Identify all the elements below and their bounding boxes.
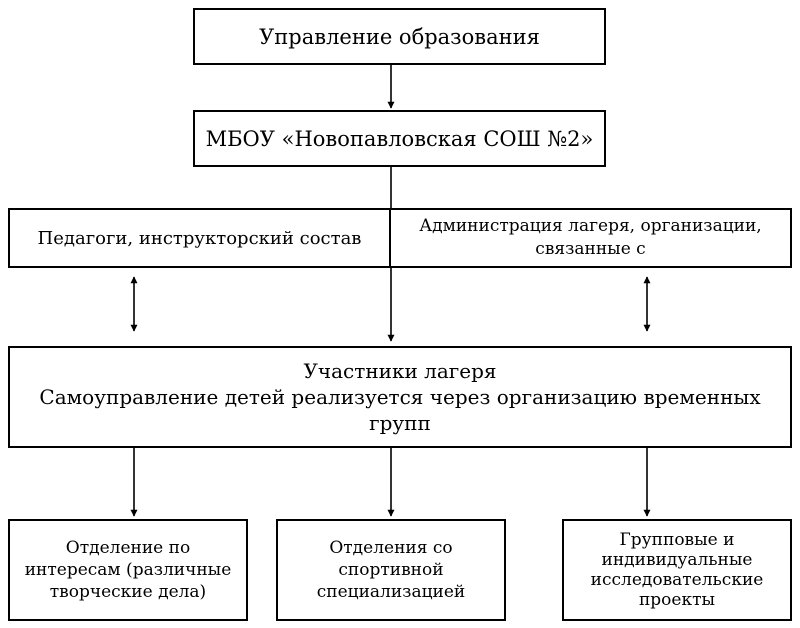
- box-education-department-label: Управление образования: [259, 24, 540, 49]
- box-research-projects: Групповые и индивидуальные исследователь…: [562, 519, 792, 621]
- box-interests-department-label: Отделение по интересам (различные творче…: [24, 538, 232, 602]
- box-teachers: Педагоги, инструкторский состав: [8, 208, 391, 268]
- box-camp-participants: Участники лагеря Самоуправление детей ре…: [8, 346, 792, 448]
- box-school-label: МБОУ «Новопавловская СОШ №2»: [205, 126, 594, 151]
- box-education-department: Управление образования: [193, 8, 606, 65]
- box-sports-department: Отделения со спортивной специализацией: [276, 519, 506, 621]
- box-camp-administration: Администрация лагеря, организации, связа…: [389, 208, 792, 268]
- box-teachers-label: Педагоги, инструкторский состав: [37, 227, 362, 249]
- box-sports-department-label: Отделения со спортивной специализацией: [316, 538, 466, 602]
- box-school: МБОУ «Новопавловская СОШ №2»: [193, 110, 606, 167]
- box-camp-administration-label: Администрация лагеря, организации, связа…: [419, 216, 762, 259]
- box-interests-department: Отделение по интересам (различные творче…: [8, 519, 248, 621]
- box-research-projects-label: Групповые и индивидуальные исследователь…: [590, 530, 764, 610]
- box-camp-participants-label: Участники лагеря Самоуправление детей ре…: [39, 359, 761, 435]
